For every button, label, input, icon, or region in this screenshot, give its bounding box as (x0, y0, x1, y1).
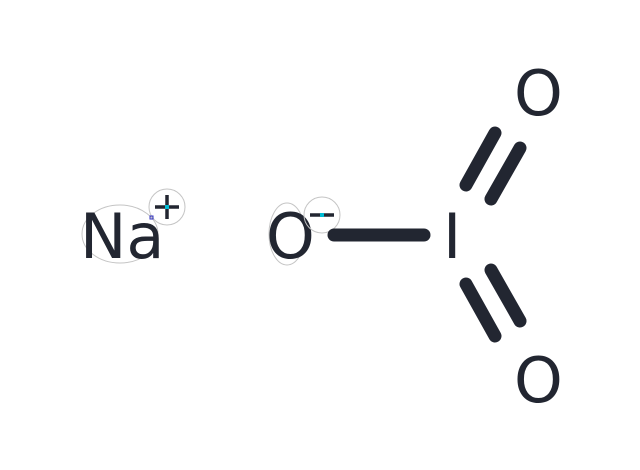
bond-i-o-bottom-1[interactable] (459, 277, 502, 343)
atom-label: O (266, 200, 315, 273)
atom-label: Na (80, 200, 164, 273)
anchor-point (165, 205, 169, 209)
charge-plus[interactable] (148, 188, 186, 226)
selection-ellipse (81, 204, 159, 264)
charge-minus[interactable] (303, 196, 341, 234)
selection-ellipse (268, 202, 306, 266)
bond-i-o-top-2[interactable] (484, 141, 527, 206)
atom-na[interactable]: Na (80, 200, 164, 273)
charge-circle (148, 188, 186, 226)
bond-i-o-bottom-2[interactable] (484, 263, 527, 328)
charge-circle (303, 196, 341, 234)
bond-i-o-top-1[interactable] (459, 126, 502, 192)
anchor-handle (149, 215, 154, 220)
atom-i[interactable]: I (443, 200, 461, 273)
atom-o-minus[interactable]: O (266, 200, 315, 273)
atom-o-bottom[interactable]: O (514, 344, 563, 417)
atom-o-top[interactable]: O (514, 57, 563, 130)
anchor-point (320, 213, 324, 217)
